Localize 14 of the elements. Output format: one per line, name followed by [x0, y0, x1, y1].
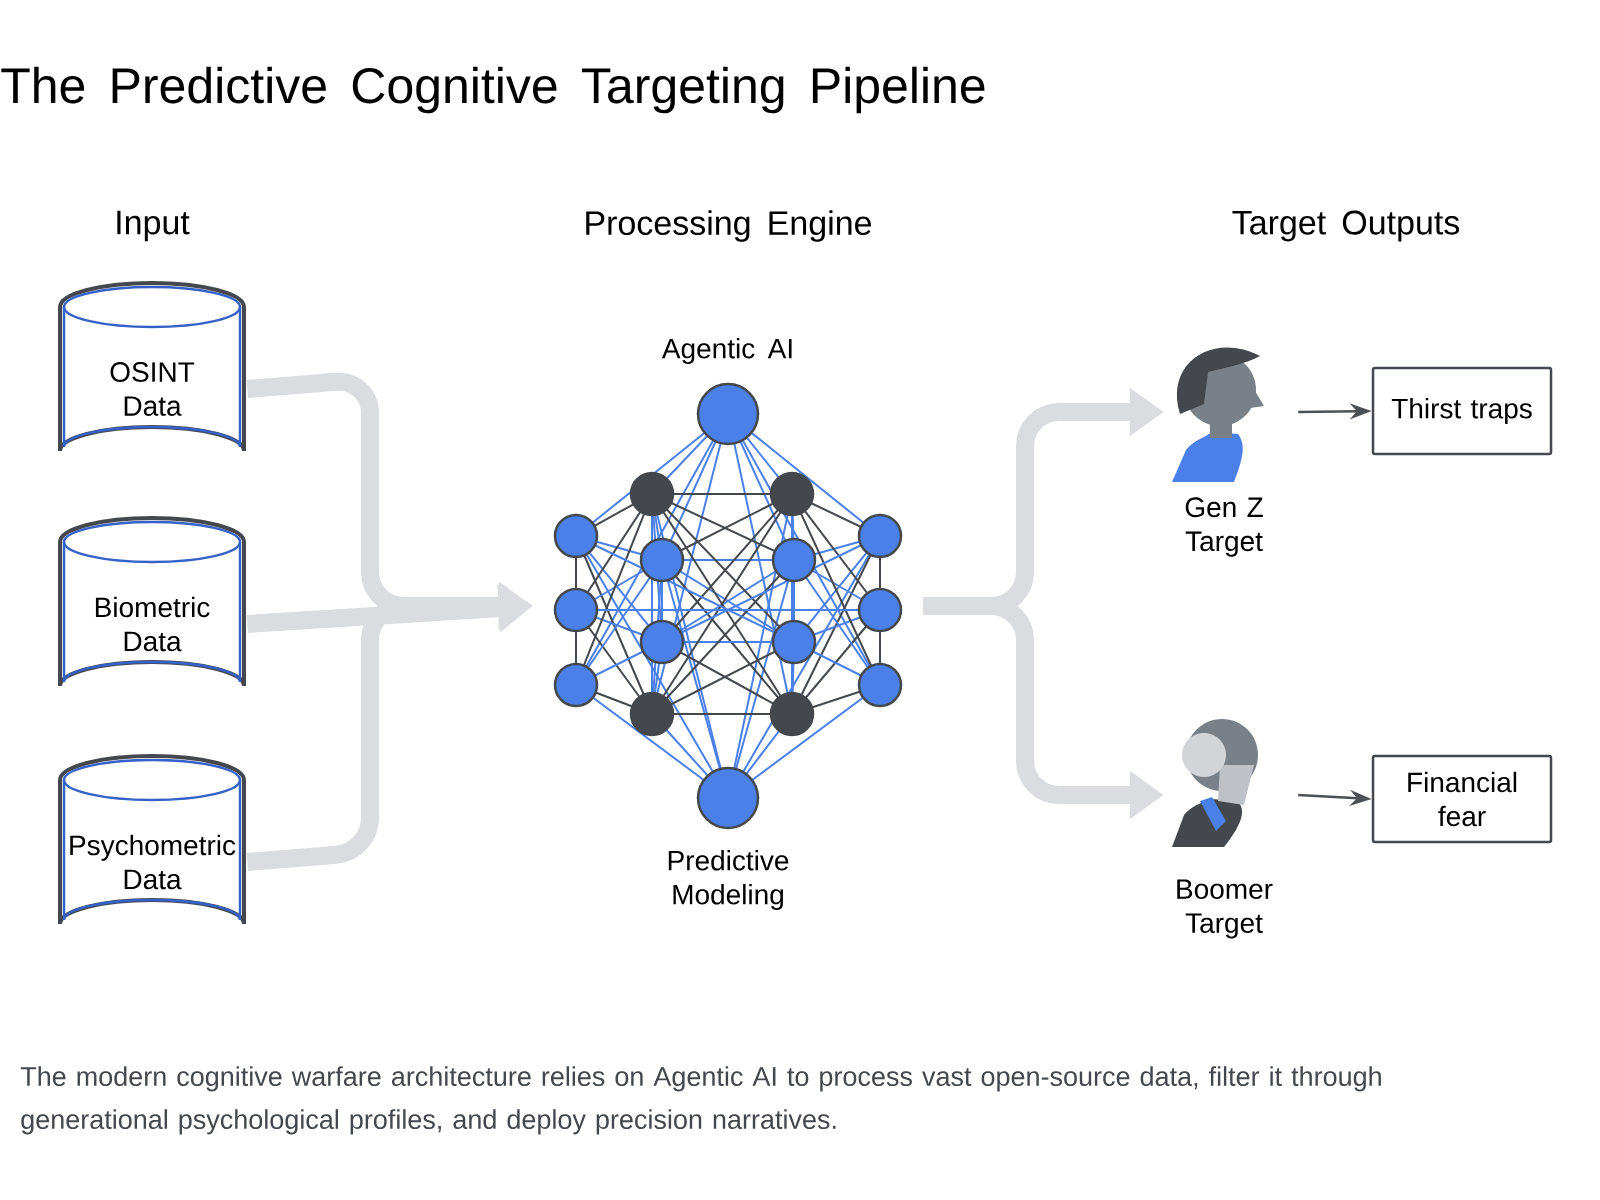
- network-label: Agentic AI: [661, 337, 792, 365]
- output-box: Financial fear: [1371, 754, 1553, 844]
- title: The Predictive Cognitive Targeting Pipeline: [1, 66, 985, 114]
- column-heading: Processing Engine: [586, 210, 871, 242]
- database-cylinder: Biometric Data: [58, 516, 246, 688]
- output-box: Thirst traps: [1371, 366, 1553, 456]
- caption: The modern cognitive warfare architecture relies on Agentic AI to process vast open-source data, filter it through generational psychological profiles, and deploy precision narratives.: [20, 1066, 1381, 1135]
- column-heading: Target Outputs: [1232, 210, 1460, 242]
- person-label: Boomer Target: [1177, 879, 1273, 939]
- database-cylinder: Psychometric Data: [58, 754, 246, 926]
- network-label: Predictive Modeling: [668, 849, 789, 911]
- column-heading: Input: [117, 210, 190, 242]
- person-label: Gen Z Target: [1185, 497, 1263, 557]
- database-cylinder: OSINT Data: [58, 281, 246, 453]
